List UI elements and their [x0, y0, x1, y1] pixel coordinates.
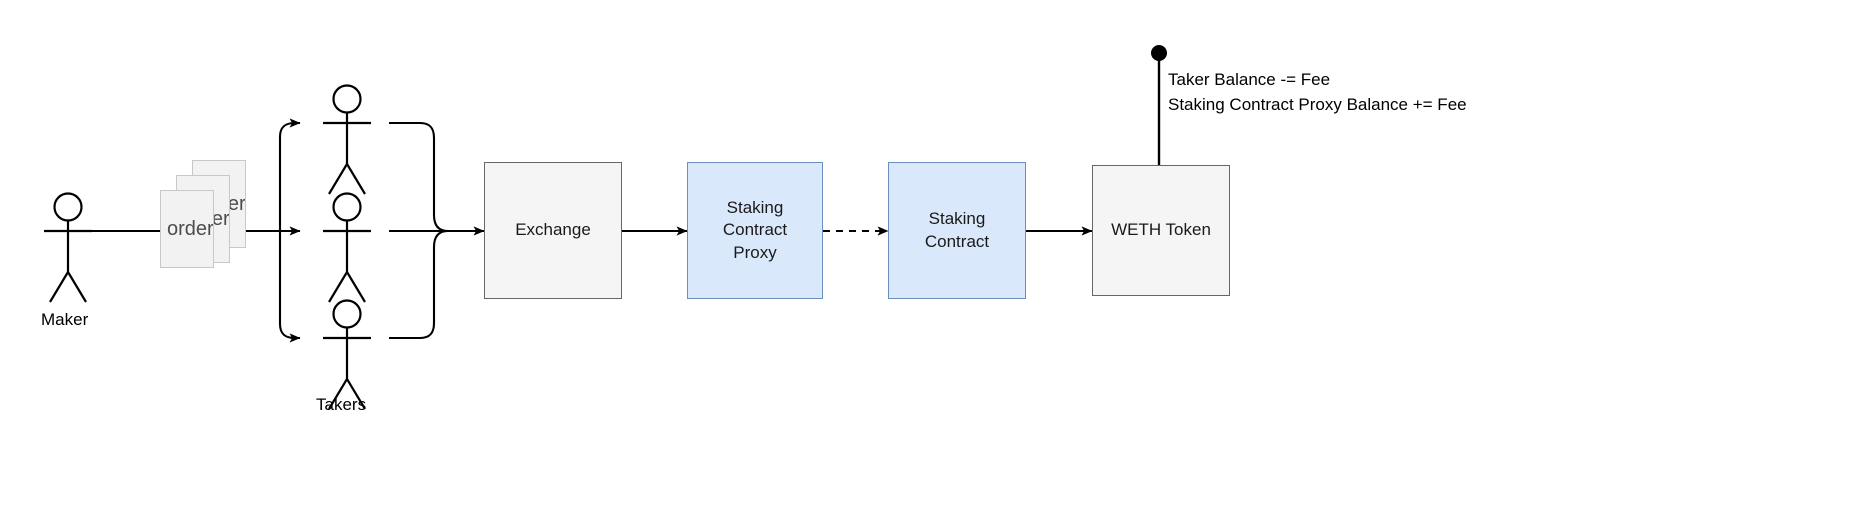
- node-staking-contract-label: Staking Contract: [924, 208, 990, 251]
- edge-taker-3-to-merge: [389, 229, 449, 340]
- node-weth-token[interactable]: WETH Token: [1092, 165, 1230, 296]
- node-staking-contract-proxy-label: Staking Contract Proxy: [722, 197, 788, 262]
- node-exchange-label: Exchange: [515, 220, 591, 240]
- node-staking-contract-proxy[interactable]: Staking Contract Proxy: [687, 162, 823, 299]
- maker-label: Maker: [41, 310, 89, 329]
- maker-actor-icon: [44, 192, 92, 303]
- node-staking-contract[interactable]: Staking Contract: [888, 162, 1026, 299]
- takers-label: Takers: [316, 395, 367, 414]
- edge-fanout-to-taker-3: [278, 231, 301, 343]
- order-card-front-label: order: [167, 217, 214, 240]
- edge-fanout-to-taker-1: [278, 118, 301, 231]
- node-exchange[interactable]: Exchange: [484, 162, 622, 299]
- edge-taker-1-to-merge: [389, 121, 449, 233]
- annotation-text: Taker Balance -= Fee Staking Contract Pr…: [1168, 70, 1467, 114]
- order-card-front[interactable]: order: [160, 190, 214, 268]
- taker-actor-icon-3: [323, 299, 371, 410]
- node-weth-token-label: WETH Token: [1111, 220, 1211, 240]
- taker-actor-icon-1: [323, 84, 371, 195]
- filled-circle-endpoint-icon: [1151, 45, 1167, 61]
- taker-actor-icon-2: [323, 192, 371, 303]
